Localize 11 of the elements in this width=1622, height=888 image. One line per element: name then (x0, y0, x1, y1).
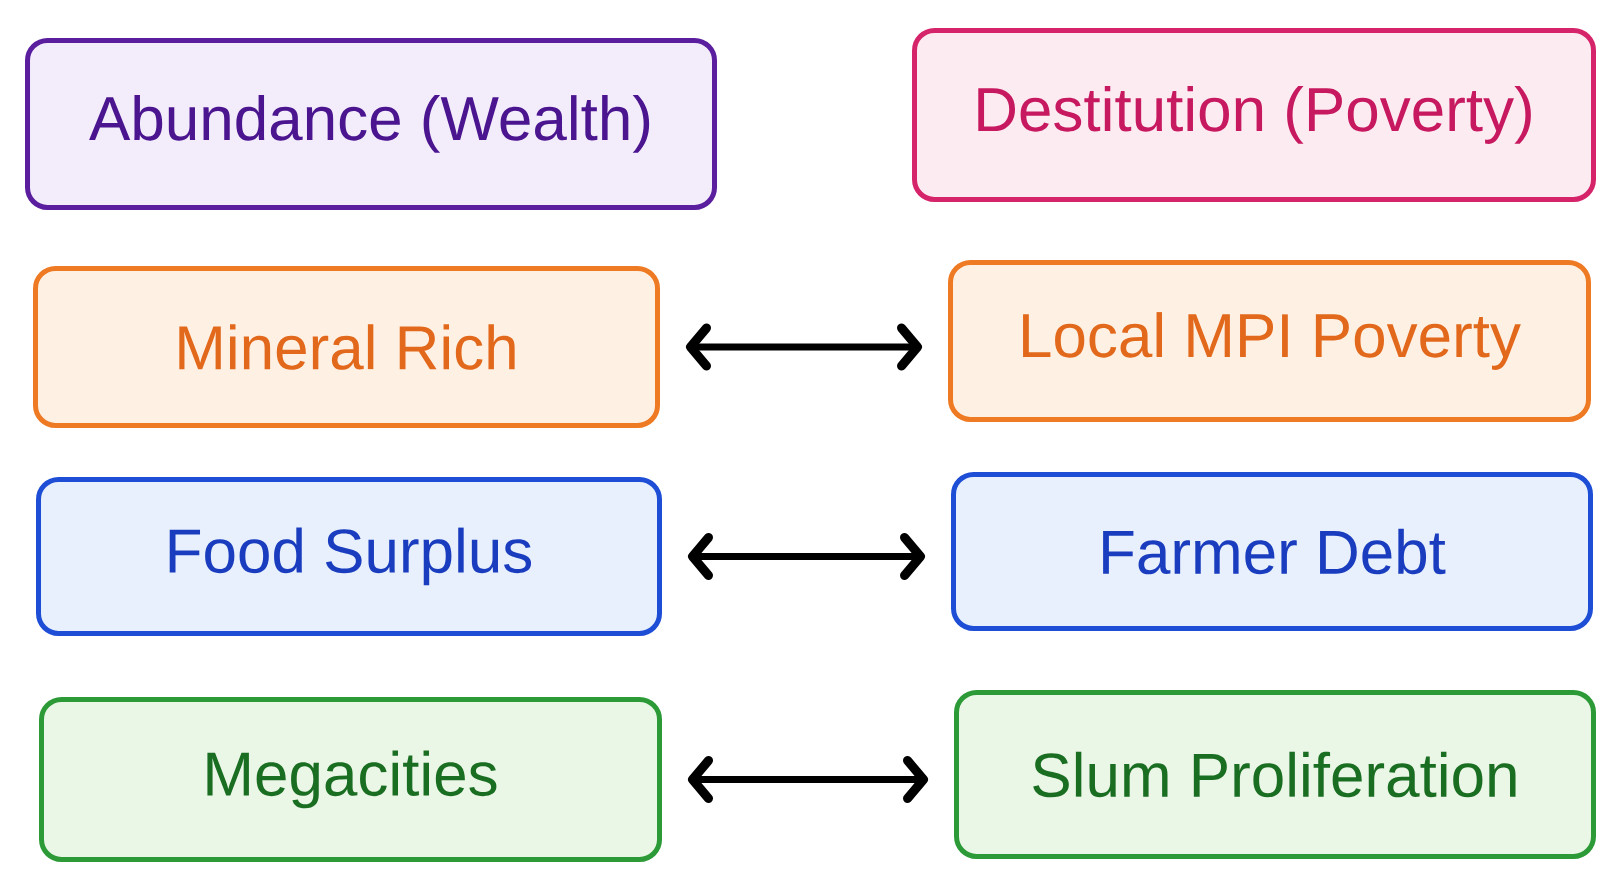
text-box: Megacities (39, 697, 662, 862)
text-box: Local MPI Poverty (948, 260, 1591, 422)
text-box: Mineral Rich (33, 266, 660, 428)
text-box: Destitution (Poverty) (912, 28, 1596, 202)
text-box: Food Surplus (36, 477, 662, 636)
text-box: Farmer Debt (951, 472, 1593, 631)
double-arrow (688, 756, 928, 803)
double-arrow (688, 533, 925, 580)
text-box: Abundance (Wealth) (25, 38, 717, 210)
text-box: Slum Proliferation (954, 690, 1596, 859)
double-arrow (686, 323, 922, 371)
